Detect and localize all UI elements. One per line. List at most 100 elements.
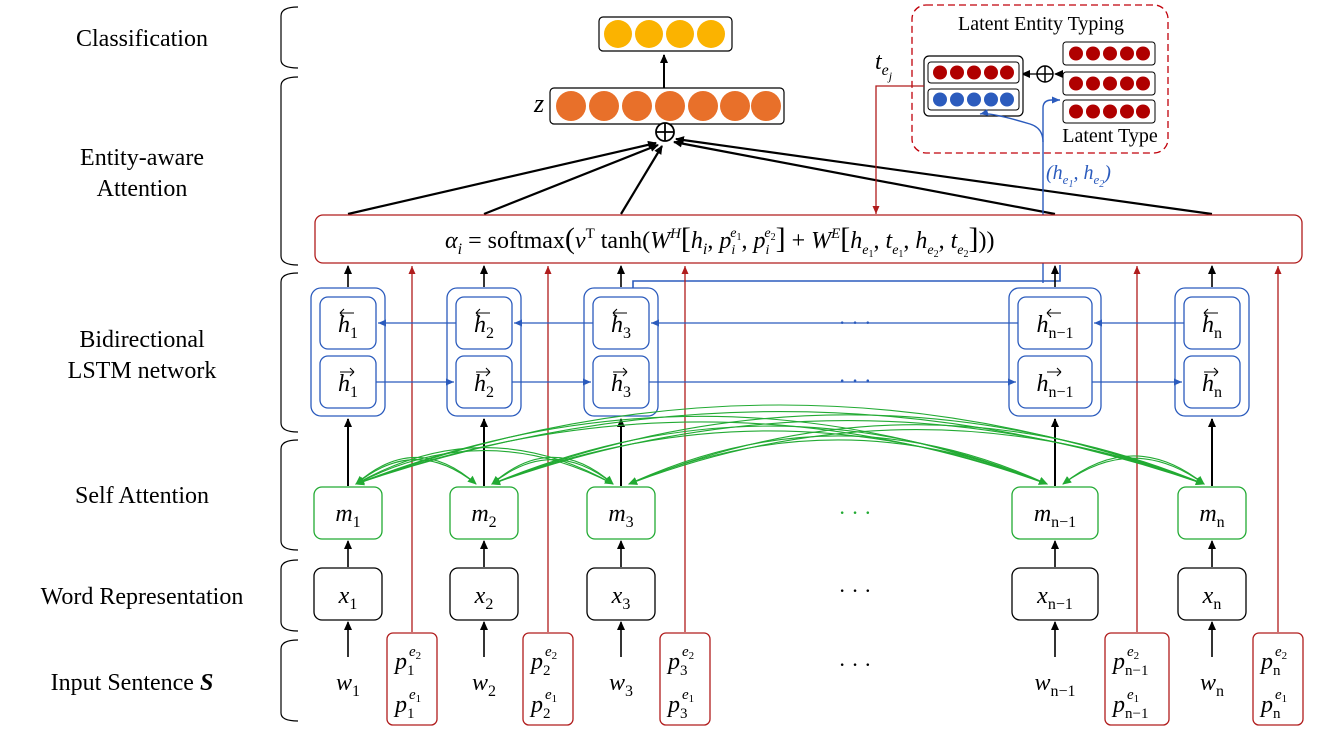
self-attention-box bbox=[586, 486, 656, 540]
z-vector bbox=[549, 87, 785, 125]
ellipsis-input: · · · bbox=[839, 652, 872, 677]
bilstm-to-attention-arrows bbox=[344, 265, 1216, 287]
layer-label-classification: Classification bbox=[76, 26, 208, 52]
position-embedding-box bbox=[522, 632, 574, 726]
word-representation-label: xn bbox=[1202, 583, 1222, 613]
position-e1-sup: e1 bbox=[545, 687, 557, 705]
position-to-attention-lines bbox=[408, 266, 1282, 632]
latent-type-label: Latent Type bbox=[1062, 125, 1158, 147]
output-node bbox=[604, 20, 632, 48]
layer-braces bbox=[280, 6, 299, 722]
backward-arrow-icon bbox=[475, 308, 490, 318]
latent-entity-typing-title: Latent Entity Typing bbox=[958, 13, 1124, 35]
self-attention-arc bbox=[491, 459, 614, 485]
self-attention-arc bbox=[355, 415, 1048, 485]
word-representation-box bbox=[1177, 567, 1247, 621]
layer-labels: Classification Entity-aware Attention Bi… bbox=[41, 26, 244, 696]
attention-to-sum-arrows bbox=[347, 136, 1213, 216]
self-attention-arc bbox=[1062, 455, 1205, 485]
self-attention-arc bbox=[355, 457, 477, 485]
position-e1-sup: e1 bbox=[409, 687, 421, 705]
self-attention-arc bbox=[491, 430, 1048, 485]
self-attention-label: m2 bbox=[471, 501, 496, 531]
position-embedding-box bbox=[1252, 632, 1304, 726]
forward-hidden-label: h2 bbox=[474, 371, 494, 401]
position-e2-label: pn−1 bbox=[1111, 649, 1148, 679]
ellipsis-backward: · · · bbox=[839, 310, 872, 335]
position-e2-label: p2 bbox=[529, 649, 551, 679]
self-attention-box bbox=[449, 486, 519, 540]
self-attention-label: mn−1 bbox=[1034, 501, 1076, 531]
position-e1-sup: e1 bbox=[1275, 687, 1287, 705]
word-representation-label: x3 bbox=[611, 583, 631, 613]
entity-hidden-bus bbox=[632, 265, 1061, 288]
input-word-label: w1 bbox=[336, 670, 360, 700]
backward-hidden-label: h2 bbox=[474, 312, 494, 342]
position-e2-label: p1 bbox=[393, 649, 415, 679]
forward-hidden-label: hn bbox=[1202, 371, 1222, 401]
brace-input bbox=[280, 639, 299, 722]
hidden-to-latent-line bbox=[1042, 96, 1060, 283]
hidden-to-entity-vector-line bbox=[979, 109, 1044, 143]
forward-arrow-icon bbox=[1204, 367, 1219, 377]
position-e1-label: p2 bbox=[529, 692, 551, 722]
self-attention-arc bbox=[491, 456, 614, 485]
latent-type-vector bbox=[1062, 41, 1156, 66]
entity-type-to-attention-line bbox=[872, 85, 924, 214]
backward-arrow-icon bbox=[1046, 308, 1061, 318]
backward-hidden-label: h1 bbox=[338, 312, 358, 342]
forward-arrow-icon bbox=[340, 367, 355, 377]
self-attention-arc bbox=[491, 414, 1205, 485]
input-word-label: w3 bbox=[609, 670, 633, 700]
forward-hidden-label: hn−1 bbox=[1036, 371, 1073, 401]
position-e1-label: p3 bbox=[666, 692, 688, 722]
position-e1-label: pn−1 bbox=[1111, 692, 1148, 722]
attention-equation: αi = softmax(vT tanh(WH[hi, pie1, pie2] … bbox=[445, 222, 995, 260]
self-attention-box bbox=[1011, 486, 1099, 540]
output-node bbox=[666, 20, 694, 48]
brace-attention bbox=[280, 76, 299, 266]
self-attention-arc bbox=[491, 425, 1048, 485]
z-node bbox=[720, 91, 750, 121]
position-e2-label: p3 bbox=[666, 649, 688, 679]
position-e1-sup: e1 bbox=[1127, 687, 1139, 705]
brace-wordrep bbox=[280, 559, 299, 632]
self-attention-arc bbox=[628, 435, 1048, 485]
word-representation-box bbox=[1011, 567, 1099, 621]
position-embedding-box bbox=[1104, 632, 1170, 726]
layer-label-word-representation: Word Representation bbox=[41, 584, 244, 610]
self-attention-label: mn bbox=[1199, 501, 1224, 531]
output-node bbox=[697, 20, 725, 48]
backward-arrow-icon bbox=[612, 308, 627, 318]
word-representation-box bbox=[313, 567, 383, 621]
position-e1-sup: e1 bbox=[682, 687, 694, 705]
z-node bbox=[556, 91, 586, 121]
input-word-label: wn bbox=[1200, 670, 1224, 700]
t-ej-label: tej bbox=[875, 49, 893, 83]
word-representation-box bbox=[449, 567, 519, 621]
z-node bbox=[751, 91, 781, 121]
position-e2-sup: e2 bbox=[545, 644, 557, 662]
backward-arrow-icon bbox=[339, 308, 354, 318]
latent-sum-operator-icon bbox=[1036, 65, 1054, 83]
self-attention-label: m3 bbox=[608, 501, 633, 531]
self-attention-arc bbox=[491, 420, 1205, 486]
self-attention-arc bbox=[628, 429, 1205, 485]
output-node bbox=[635, 20, 663, 48]
forward-hidden-box bbox=[1183, 355, 1241, 409]
latent-type-vector bbox=[1062, 99, 1156, 124]
word-representation-label: xn−1 bbox=[1036, 583, 1073, 613]
self-attention-box bbox=[313, 486, 383, 540]
latent-entity-typing-panel: Latent Entity Typing Latent Type bbox=[911, 4, 1169, 154]
h-pair-label: (he1, he2) bbox=[1046, 162, 1111, 190]
position-e2-label: pn bbox=[1259, 649, 1281, 679]
z-label: z bbox=[533, 89, 544, 118]
backward-arrow-icon bbox=[1203, 308, 1218, 318]
position-e1-label: p1 bbox=[393, 692, 415, 722]
position-e2-sup: e2 bbox=[409, 644, 421, 662]
latent-type-vector bbox=[1062, 71, 1156, 96]
backward-hidden-label: h3 bbox=[611, 312, 631, 342]
